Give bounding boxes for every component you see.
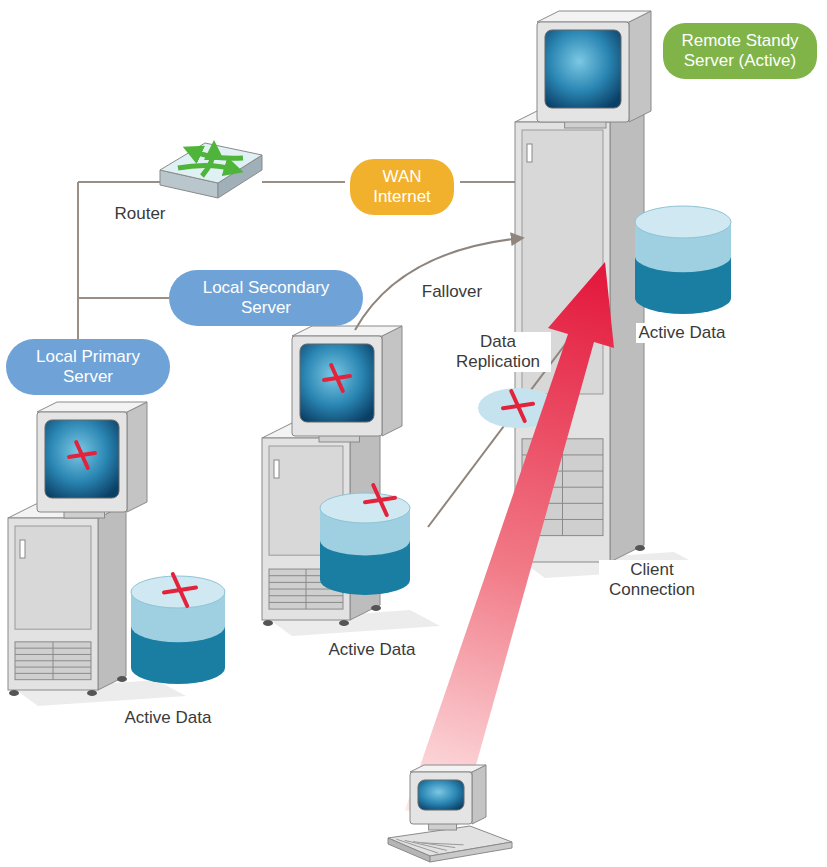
monitor-screen: [300, 344, 374, 422]
tower-front: [8, 518, 98, 690]
tower-wheel: [371, 605, 381, 611]
node-label: WAN Internet: [362, 167, 442, 206]
shape-face: [292, 326, 402, 336]
monitor: [410, 765, 486, 830]
drive-slot: [274, 460, 279, 478]
shape-face: [127, 402, 147, 512]
shape-face: [472, 765, 486, 824]
failure-mark: [503, 391, 533, 421]
monitor-casing: [537, 22, 629, 122]
monitor-screen: [545, 30, 621, 108]
network-wire: [77, 182, 79, 300]
fallover-arrow: [355, 238, 522, 330]
router-arrow: [202, 148, 214, 176]
shape-face: [629, 11, 651, 122]
tower-wheel: [263, 620, 273, 626]
annotation-label: Router: [111, 204, 168, 224]
disk-top: [320, 493, 410, 523]
annotation-label: Client Connection: [599, 560, 705, 601]
failure-stroke: [69, 453, 95, 457]
shape-face: [98, 504, 126, 690]
client-arrow: [405, 262, 614, 826]
tower-wheel: [635, 545, 645, 551]
keyboard-key-row: [422, 843, 464, 845]
tower-wheel: [339, 620, 349, 626]
drive-slot: [527, 144, 532, 162]
network-wire: [460, 181, 515, 183]
shape-face: [410, 765, 486, 772]
annotation-label: Active Data: [636, 323, 729, 343]
keyboard-key-row: [396, 839, 438, 853]
failure-stroke: [164, 588, 196, 593]
tower-wheel: [9, 690, 19, 696]
grill-line: [53, 642, 54, 680]
failure-stroke: [365, 498, 395, 503]
failure-mark: [365, 485, 395, 515]
annotation-label: Data Replication: [445, 332, 551, 373]
disk-top: [635, 206, 731, 238]
server-tower: [262, 423, 440, 636]
failure-mark: [69, 442, 95, 468]
network-wire: [78, 181, 162, 183]
shape-face: [537, 11, 651, 22]
shape-face: [430, 842, 512, 862]
remote-server-tag: Remote Standy Server (Active): [663, 23, 817, 78]
node-label: Local Secondary Server: [181, 278, 351, 317]
failure-stroke: [503, 404, 533, 409]
annotation-label: Fallover: [419, 282, 485, 302]
router-arrow: [190, 150, 243, 158]
monitor: [537, 11, 651, 128]
tower-grill: [15, 642, 91, 680]
annotation-label: Active Data: [326, 640, 419, 660]
failure-stroke: [324, 376, 350, 380]
primary-server-tag: Local Primary Server: [6, 339, 170, 394]
tower-wheel: [87, 690, 97, 696]
shape-face: [37, 402, 147, 412]
router-icon: [160, 143, 262, 198]
tower-wheel: [117, 676, 127, 682]
drive-slot: [20, 540, 25, 558]
client-computer: [388, 826, 512, 862]
monitor-casing: [292, 336, 382, 436]
wan-tag: WAN Internet: [350, 159, 454, 214]
tower-door: [15, 526, 91, 629]
grill-line: [306, 569, 307, 609]
failure-mark: [324, 365, 350, 391]
monitor-casing: [410, 772, 472, 824]
data-disk: [635, 206, 731, 314]
failure-mark: [164, 574, 196, 606]
shape-face: [160, 143, 262, 183]
monitor: [37, 402, 147, 518]
network-wire: [262, 181, 345, 183]
data-disk: [131, 576, 225, 684]
monitor-casing: [37, 412, 127, 512]
data-disk: [320, 493, 410, 595]
monitor-screen: [45, 420, 119, 498]
node-label: Remote Standy Server (Active): [675, 31, 805, 70]
shape-face: [382, 326, 402, 436]
network-wire: [78, 298, 169, 339]
node-label: Local Primary Server: [18, 347, 158, 386]
annotation-label: Active Data: [122, 708, 215, 728]
secondary-server-tag: Local Secondary Server: [169, 270, 363, 325]
monitor-screen: [418, 780, 464, 810]
monitor: [292, 326, 402, 442]
